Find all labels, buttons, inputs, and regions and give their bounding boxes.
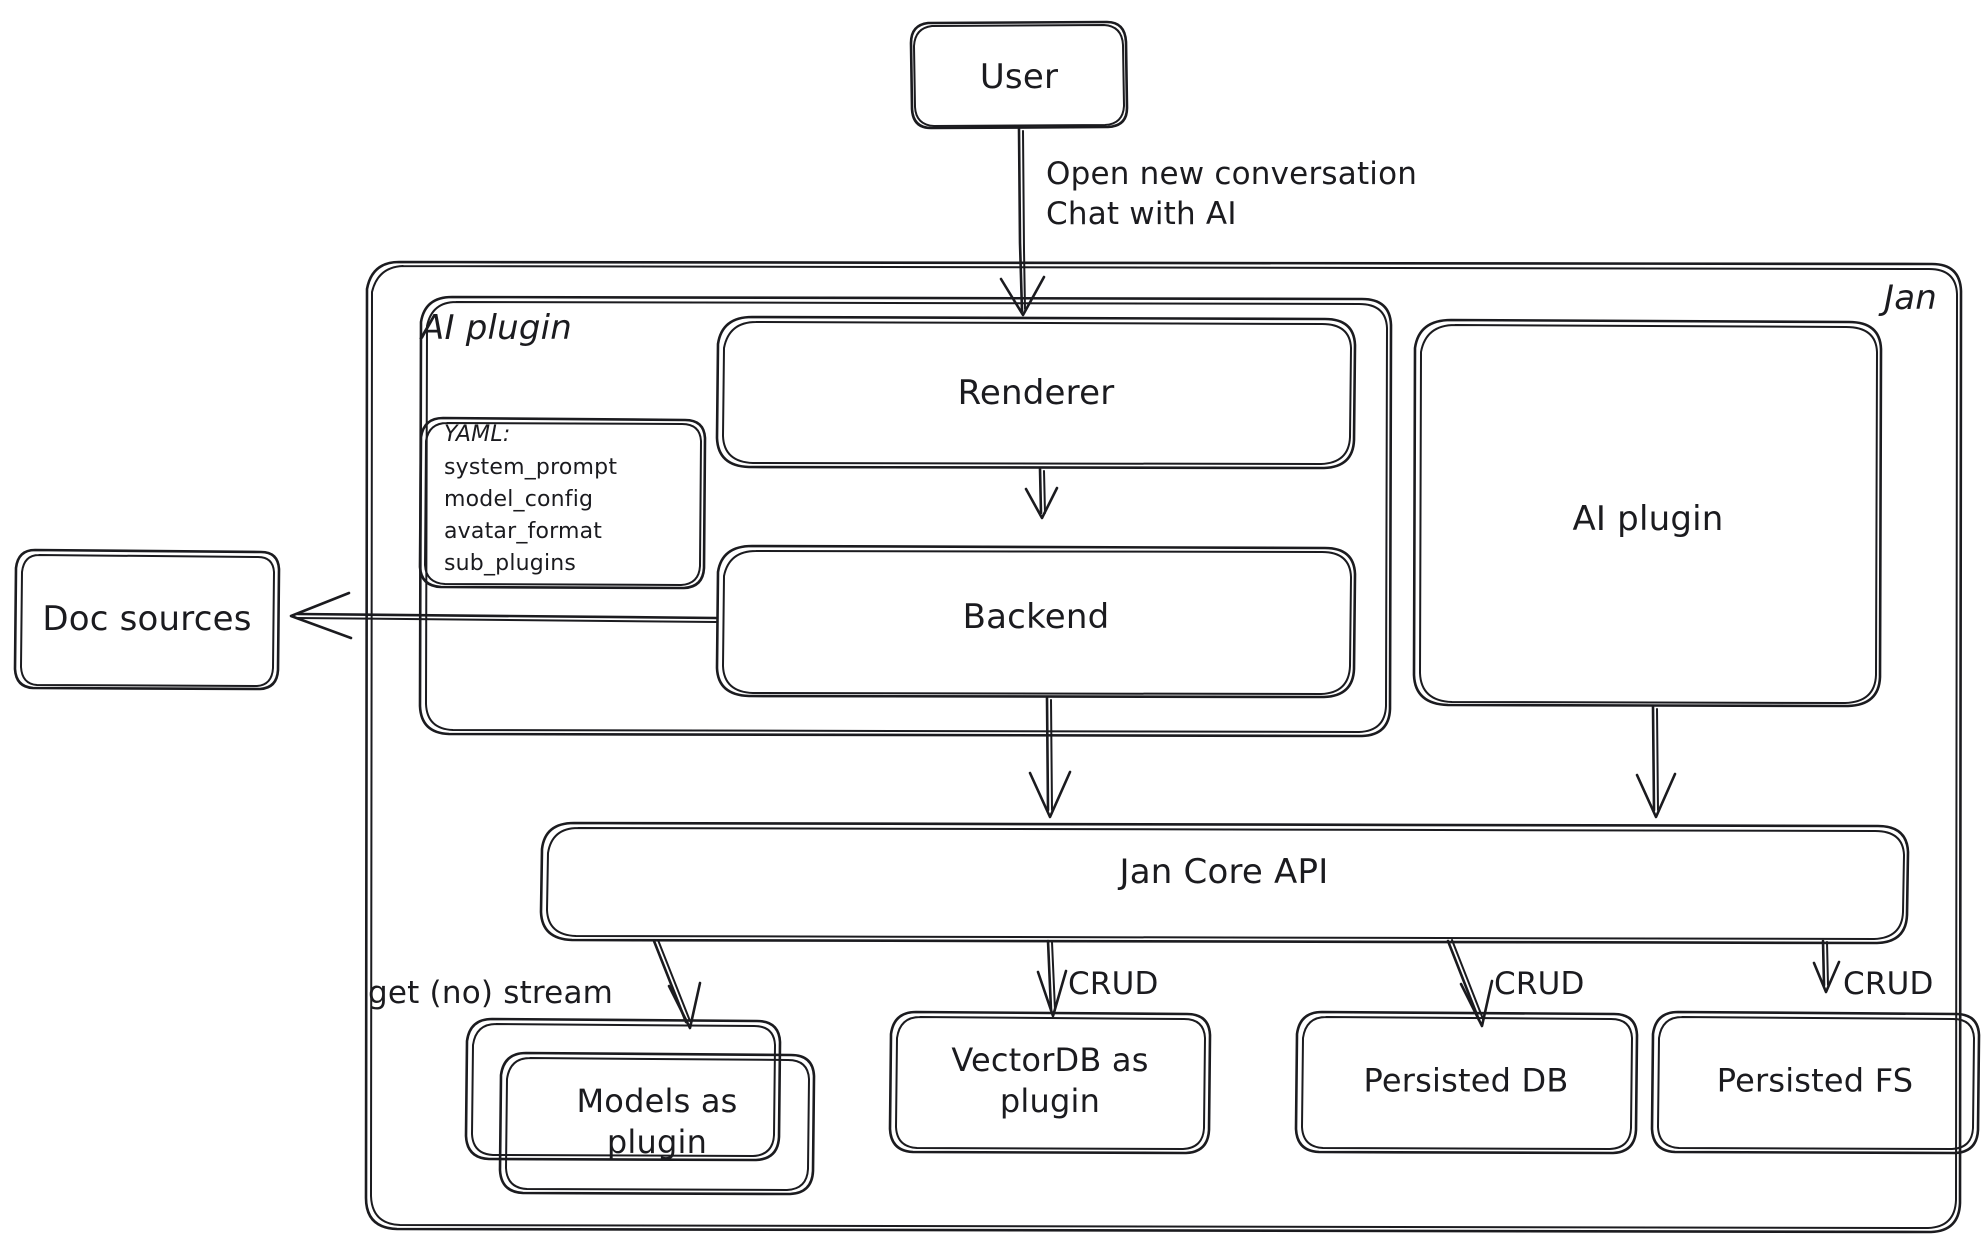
edge-renderer-to-backend-stroke [1024,467,1059,520]
node-ai-plugin-box[interactable] [1414,320,1881,706]
edge-core-to-persisted-fs-stroke [1812,939,1841,994]
edge-backend-to-core-stroke [1028,696,1072,819]
node-persisted-db[interactable] [1296,1012,1637,1153]
node-persisted-fs-shape [1650,1010,1981,1155]
edge-core-to-vectordb-stroke [1036,939,1068,1018]
node-vectordb-as-plugin[interactable] [890,1012,1210,1153]
edge-user-to-renderer-stroke [999,127,1046,317]
edge-core-to-persisted-db-stroke [1446,939,1494,1028]
node-vectordb-as-plugin-shape [888,1010,1212,1155]
yaml-card-shape [418,416,707,590]
node-models-as-plugin[interactable] [466,1019,814,1194]
node-user[interactable] [911,22,1127,128]
node-user-shape [909,20,1129,130]
node-persisted-db-shape [1294,1010,1639,1155]
node-doc-sources-shape [13,548,281,691]
node-backend-shape [715,544,1357,699]
edge-core-to-models-stroke [652,939,702,1030]
node-renderer[interactable] [717,317,1355,468]
edge-backend-to-doc-sources-stroke [289,591,718,640]
node-backend[interactable] [717,546,1355,697]
node-doc-sources[interactable] [15,550,279,689]
edge-aiplugin-to-core-stroke [1635,705,1677,819]
node-jan-core-api[interactable] [541,823,1908,943]
node-jan-core-api-shape [539,821,1910,945]
node-renderer-shape [715,315,1357,470]
yaml-card[interactable] [420,418,705,588]
node-ai-plugin-box-shape [1412,318,1883,708]
container-jan-shape [364,260,1963,1234]
node-persisted-fs[interactable] [1652,1012,1979,1153]
container-ai-plugin-group-shape [418,295,1393,738]
node-models-as-plugin-shape [464,1017,816,1196]
